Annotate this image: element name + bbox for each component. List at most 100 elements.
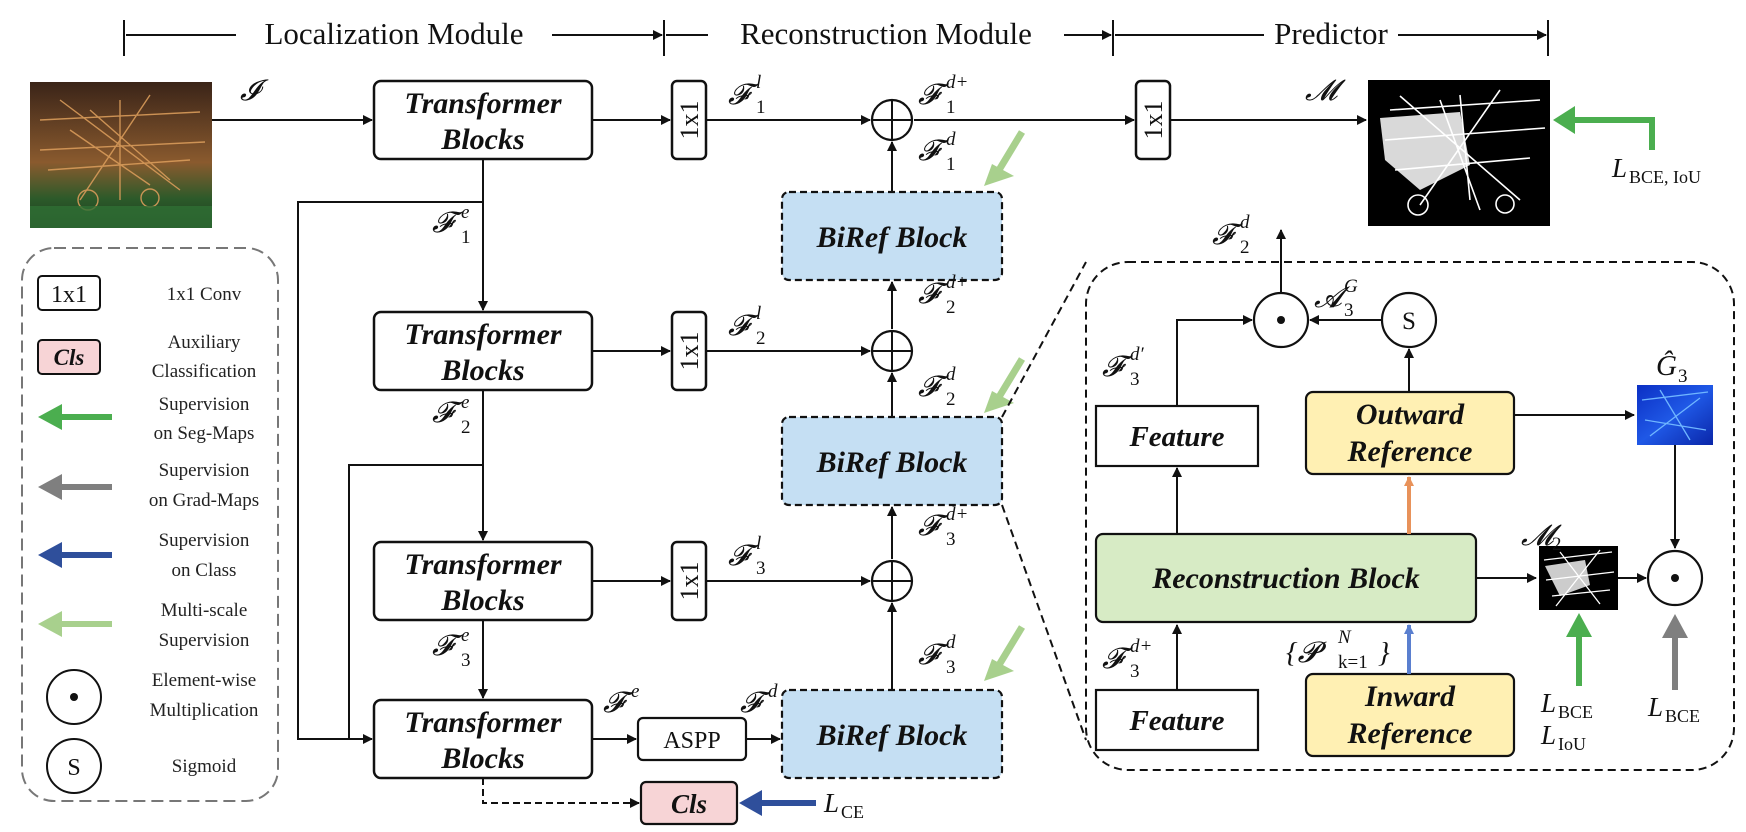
svg-text:𝓕: 𝓕 (432, 630, 464, 662)
sigmoid-node: S (1380, 291, 1438, 349)
label-f3-d: 𝓕 d 3 (918, 632, 956, 678)
feature-box-top: Feature (1094, 404, 1260, 468)
svg-text:2: 2 (946, 389, 956, 410)
svg-text:BCE: BCE (1665, 706, 1700, 726)
svg-text:3: 3 (1130, 661, 1140, 682)
svg-text:k=1: k=1 (1338, 652, 1368, 673)
svg-text:2: 2 (461, 417, 471, 438)
svg-text:1x1: 1x1 (675, 101, 704, 140)
legend-item-multiscale-supervision: Multi-scale Supervision (38, 600, 250, 651)
svg-text:Ĝ: Ĝ (1656, 349, 1677, 382)
svg-text:Feature: Feature (1128, 705, 1224, 737)
svg-text:Reconstruction Block: Reconstruction Block (1151, 562, 1420, 595)
svg-text:N: N (1337, 627, 1352, 648)
svg-text:Inward: Inward (1364, 680, 1456, 713)
label-g3-hat: Ĝ 3 (1656, 349, 1688, 387)
svg-text:Sigmoid: Sigmoid (172, 756, 237, 777)
add-node-3 (870, 559, 914, 603)
loss-bce-iou-m2: L BCE L IoU (1540, 688, 1593, 754)
svg-text:S: S (67, 755, 80, 781)
conv-1x1-level2: 1x1 (670, 310, 708, 392)
label-f2-l: 𝓕 l 2 (728, 303, 766, 349)
svg-text:3: 3 (946, 657, 956, 678)
svg-text:2: 2 (1240, 237, 1250, 258)
svg-text:d: d (946, 129, 956, 150)
svg-text:2: 2 (756, 328, 766, 349)
svg-text:3: 3 (461, 650, 471, 671)
legend-panel: 1x1 1x1 Conv Cls Auxiliary Classificatio… (21, 247, 279, 802)
svg-text:Supervision: Supervision (159, 630, 250, 651)
svg-text:d+: d+ (946, 72, 968, 93)
svg-text:on Class: on Class (172, 560, 237, 581)
svg-text:IoU: IoU (1558, 734, 1586, 754)
svg-text:Outward: Outward (1356, 398, 1465, 431)
transformer-block-3: Transformer Blocks (372, 540, 594, 622)
svg-text:L: L (1647, 692, 1663, 722)
multiscale-supervision-arrows (984, 130, 1025, 681)
svg-text:Transformer: Transformer (404, 87, 562, 120)
aspp-block: ASPP (636, 716, 748, 762)
svg-text:BCE, IoU: BCE, IoU (1629, 167, 1701, 187)
loss-bce-grad: L BCE (1647, 692, 1700, 726)
svg-text:Supervision: Supervision (159, 394, 250, 415)
reconstruction-block: Reconstruction Block (1094, 532, 1478, 624)
svg-text:d: d (946, 632, 956, 653)
label-f2-e: 𝓕 e 2 (432, 392, 471, 438)
svg-text:d+: d+ (946, 272, 968, 293)
legend-item-cls: Cls Auxiliary Classification (37, 332, 257, 382)
svg-text:Blocks: Blocks (440, 354, 524, 387)
svg-text:e: e (461, 625, 469, 646)
seg-supervision-arrow-output (1553, 106, 1655, 150)
legend-item-elementwise-multiplication: Element-wise Multiplication (46, 669, 259, 725)
label-f2-d: 𝓕 d 2 (918, 364, 956, 410)
svg-text:Reference: Reference (1347, 435, 1473, 468)
svg-text:d′: d′ (1130, 344, 1145, 365)
svg-text:BiRef Block: BiRef Block (816, 719, 968, 752)
svg-text:BiRef Block: BiRef Block (816, 221, 968, 254)
svg-text:Element-wise: Element-wise (152, 670, 256, 691)
svg-text:1x1: 1x1 (675, 332, 704, 371)
label-f3-dprime: 𝓕 d′ 3 (1102, 344, 1145, 390)
feature-box-bottom: Feature (1094, 688, 1260, 752)
svg-text:e: e (461, 202, 469, 223)
svg-text:1x1: 1x1 (675, 562, 704, 601)
outward-reference-block: Outward Reference (1304, 390, 1516, 476)
biref-block-3: BiRef Block (780, 688, 1004, 780)
transformer-block-2: Transformer Blocks (372, 310, 594, 392)
svg-text:Classification: Classification (152, 361, 257, 382)
svg-text:BCE: BCE (1558, 702, 1593, 722)
input-image (30, 82, 212, 228)
mul-node-top (1252, 291, 1310, 349)
add-node-2 (870, 329, 914, 373)
svg-text:3: 3 (756, 558, 766, 579)
legend-item-seg-supervision: Supervision on Seg-Maps (38, 394, 254, 444)
symbol-mask: 𝓜 (1305, 75, 1346, 107)
svg-text:3: 3 (1344, 300, 1354, 321)
class-supervision-arrow (739, 790, 816, 816)
svg-text:Multi-scale: Multi-scale (161, 600, 248, 621)
label-f1-dplus: 𝓕 d+ 1 (918, 72, 968, 118)
loss-bce-iou: L BCE, IoU (1611, 153, 1701, 187)
inward-reference-block: Inward Reference (1304, 672, 1516, 758)
symbol-input: 𝓘 (240, 75, 269, 107)
legend-item-grad-supervision: Supervision on Grad-Maps (38, 460, 259, 511)
svg-text:on Grad-Maps: on Grad-Maps (149, 490, 259, 511)
legend-item-sigmoid: S Sigmoid (46, 738, 237, 794)
label-a3-g: 𝓐 G 3 (1314, 276, 1358, 321)
module-header: Localization Module Reconstruction Modul… (123, 16, 1549, 56)
zoom-line-bottom (1001, 504, 1087, 741)
svg-text:𝓕: 𝓕 (432, 397, 464, 429)
svg-text:1x1: 1x1 (51, 282, 87, 308)
svg-text:l: l (756, 303, 761, 324)
seg-supervision-arrow-m2 (1566, 613, 1592, 686)
svg-text:Transformer: Transformer (404, 548, 562, 581)
label-m2: 𝓜 2 (1521, 520, 1562, 555)
svg-text:on Seg-Maps: on Seg-Maps (154, 423, 255, 444)
svg-text:L: L (1540, 720, 1556, 750)
svg-text:Supervision: Supervision (159, 460, 250, 481)
add-node-1 (870, 98, 914, 142)
localization-module-title: Localization Module (264, 16, 523, 51)
svg-text:1x1: 1x1 (1139, 101, 1168, 140)
svg-text:3: 3 (946, 529, 956, 550)
